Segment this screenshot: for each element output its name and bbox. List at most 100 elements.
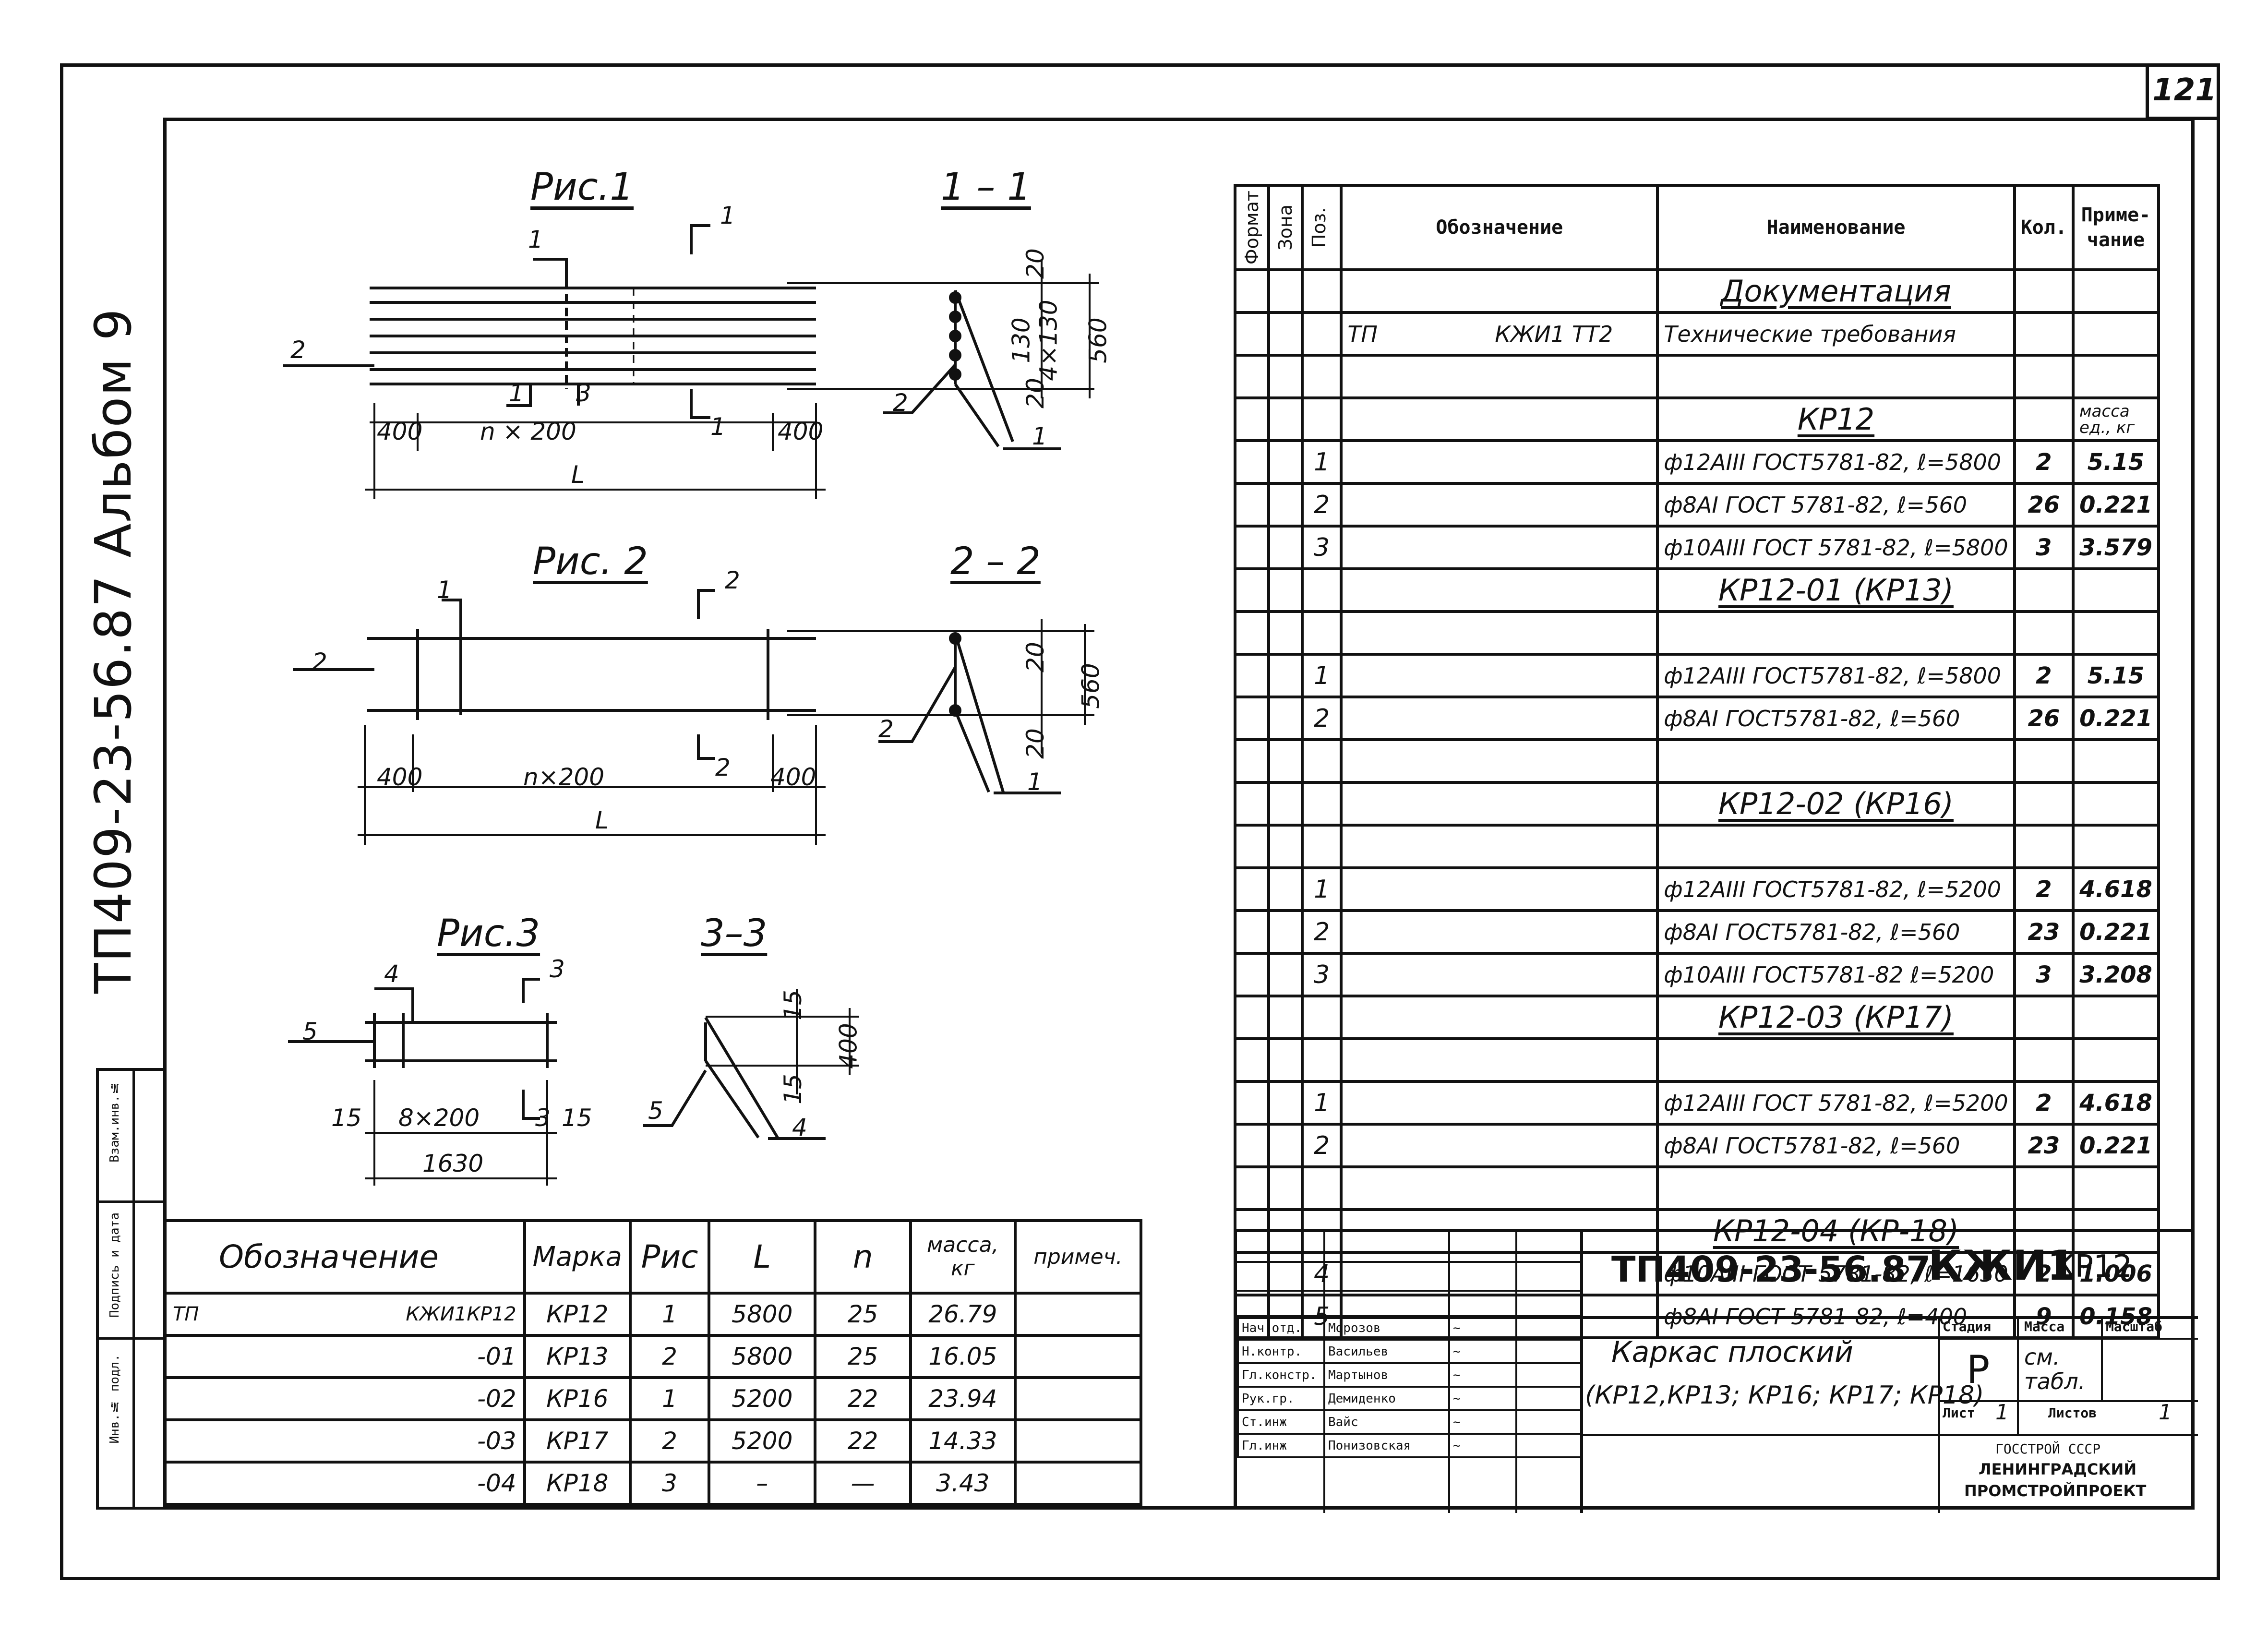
table-row: [1234, 824, 2160, 869]
marks-col-n: n: [814, 1219, 912, 1295]
sec2-drawing: [787, 619, 1094, 794]
sec2-dim-top: 20: [1021, 642, 1049, 672]
table-row: КР12-03 (КР17): [1234, 995, 2160, 1040]
title-block-doc-mark: КР12: [2053, 1249, 2133, 1284]
spec-mass-label: масса ед., кг: [2072, 396, 2160, 442]
fig3-label-pos5: 5: [302, 1018, 318, 1045]
sec2-title: 2 – 2: [950, 540, 1041, 583]
fig2-drawing: [293, 589, 826, 845]
sec3-label-pos4: 4: [792, 1114, 807, 1141]
fig1-drawing: [283, 224, 826, 499]
spec-group-title: КР12-03 (КР17): [1656, 995, 2016, 1040]
signature: ~: [1448, 1339, 1517, 1364]
fig2-dim-right: 400: [770, 763, 816, 791]
stage-label: Стадия: [1943, 1319, 1992, 1334]
org-line1: ГОССТРОЙ СССР: [1995, 1441, 2101, 1457]
fig3-title: Рис.3: [437, 912, 540, 955]
fig2-label-pos2: 2: [312, 648, 327, 676]
title-block-code: ТП409-23-56.87: [1611, 1249, 1931, 1290]
spec-header-row: Формат Зона Поз. Обозначение Наименовани…: [1234, 184, 2160, 271]
signature: ~: [1448, 1386, 1517, 1411]
sheets-label: Листов: [2048, 1405, 2097, 1421]
spec-group-title: КР12-01 (КР13): [1656, 567, 2016, 613]
spec-group-title: КР12-02 (КР16): [1656, 781, 2016, 827]
sec2-label-pos1: 1: [1027, 768, 1043, 796]
sec1-dim-height: 560: [1084, 317, 1112, 363]
sec3-dim-top: 15: [779, 990, 807, 1020]
marks-header-row: Обозначение Марка Рис L n масса, кг прим…: [163, 1219, 1143, 1295]
fig2-cut-mark-top: 2: [725, 566, 740, 594]
sec1-title: 1 – 1: [941, 166, 1031, 209]
fig1-dim-mid: n × 200: [480, 418, 576, 445]
table-row: [1234, 354, 2160, 399]
stage-value: Р: [1967, 1347, 1990, 1392]
fig1-label-pos1b: 1: [509, 379, 524, 407]
marks-col-L: L: [708, 1219, 817, 1295]
signature: ~: [1448, 1315, 1517, 1341]
fig3-dim-total: 1630: [422, 1150, 484, 1177]
sec1-dim-top: 20: [1021, 248, 1049, 279]
signature: ~: [1448, 1409, 1517, 1435]
title-block-doc: КЖИ1: [1928, 1242, 2076, 1290]
fig1-label-pos1: 1: [528, 226, 543, 253]
spec-col-note: Приме-чание: [2072, 184, 2160, 271]
fig1-label-pos3: 3: [576, 379, 591, 407]
sec1-dim-pitch: 4×130: [1034, 300, 1063, 381]
sec1-label-pos2: 2: [893, 389, 908, 417]
fig3-drawing: [288, 978, 557, 1186]
mass-label: Масса: [2024, 1319, 2065, 1334]
fig1-cut-mark-bottom: 1: [710, 413, 726, 441]
spec-col-qty: Кол.: [2013, 184, 2075, 271]
sec1-drawing: [787, 259, 1099, 450]
sec3-title: 3–3: [701, 912, 768, 955]
table-row: КР12-02 (КР16): [1234, 781, 2160, 827]
sec2-dim-bottom: 20: [1021, 728, 1049, 759]
table-row: [1234, 1037, 2160, 1083]
sheet-label: Лист: [1943, 1405, 1975, 1421]
title-block-name-line2: (КР12,КР13; КР16; КР17; КР18): [1585, 1381, 1984, 1410]
signature-row: Гл.констр.Мартынов~: [1237, 1362, 1582, 1388]
signature-row: Нач.отд.Морозов~: [1237, 1315, 1582, 1341]
signature: ~: [1448, 1362, 1517, 1388]
fig3-dim-mid: 8×200: [398, 1104, 480, 1132]
signature-row: Н.контр.Васильев~: [1237, 1339, 1582, 1364]
sheet-number: 121: [2146, 63, 2220, 120]
org-line3: ПРОМСТРОЙПРОЕКТ: [1964, 1482, 2147, 1500]
sec3-dim-height: 400: [834, 1023, 863, 1069]
fig3-dim-right: 15: [562, 1104, 592, 1132]
marks-col-designation: Обозначение: [163, 1219, 526, 1295]
outer-frame: [60, 63, 2220, 1580]
spec-doc-designation-b: КЖИ1 ТТ2: [1495, 321, 1613, 347]
sec2-label-pos2: 2: [878, 715, 894, 743]
fig3-cut-mark-top: 3: [550, 955, 565, 983]
drawing-frame: [163, 118, 2195, 1510]
sec2-dim-height: 560: [1077, 663, 1105, 709]
marks-col-fig: Рис: [628, 1219, 711, 1295]
fig3-dim-left: 15: [331, 1104, 362, 1132]
sec1-dim-sub: 130: [1007, 317, 1035, 363]
fig2-cut-mark-bottom: 2: [715, 754, 731, 781]
fig2-dim-total: L: [595, 806, 609, 834]
sheets-value: 1: [2159, 1400, 2172, 1425]
signature-row: Рук.гр.Демиденко~: [1237, 1386, 1582, 1411]
spec-group-title: КР12: [1656, 396, 2016, 442]
fig1-label-pos2: 2: [290, 336, 306, 364]
table-row: [1234, 1165, 2160, 1211]
sec1-label-pos1: 1: [1032, 422, 1047, 450]
fig2-dim-left: 400: [377, 763, 423, 791]
spec-col-designation: Обозначение: [1340, 184, 1659, 271]
